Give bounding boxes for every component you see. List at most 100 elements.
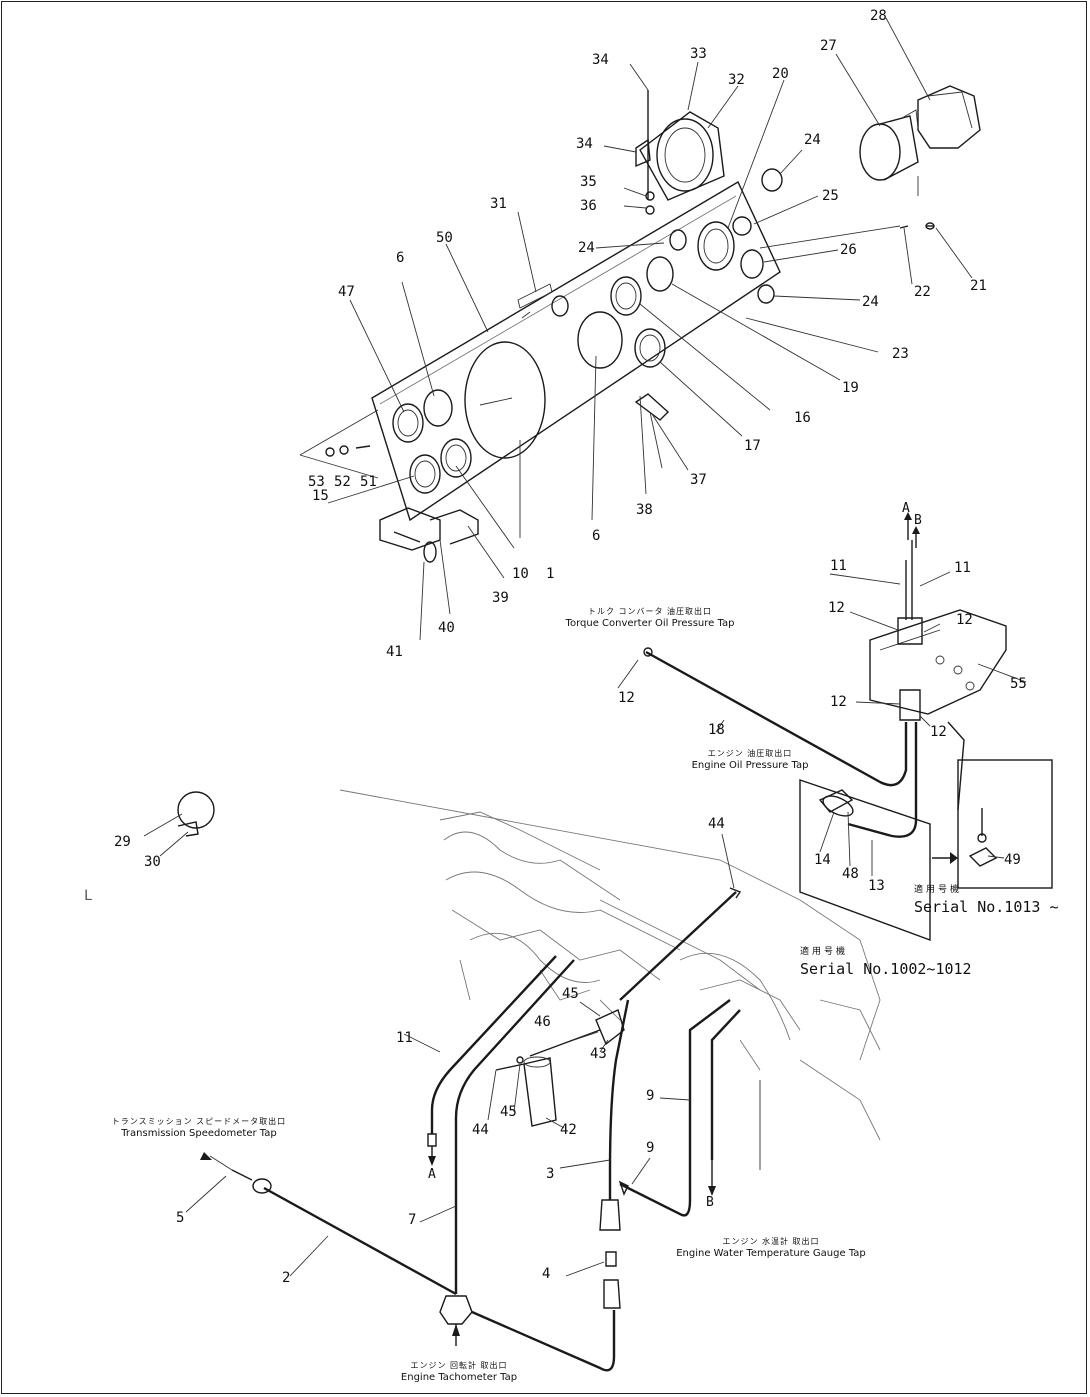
part-number-label: 11 [830, 558, 847, 574]
part-number-label: 53 [308, 474, 325, 490]
part-number-label: 11 [396, 1030, 413, 1046]
part-number-label: 22 [914, 284, 931, 300]
engine-tachometer-tap-caption: エンジン 回転計 取出口 Engine Tachometer Tap [374, 1360, 544, 1384]
part-number-label: 11 [954, 560, 971, 576]
part-number-label: 43 [590, 1046, 607, 1062]
part-number-label: 4 [542, 1266, 551, 1282]
part-number-label: 24 [804, 132, 821, 148]
torque-converter-tap-caption: トルク コンバータ 油圧取出口 Torque Converter Oil Pre… [520, 606, 780, 630]
caption-jp: トルク コンバータ 油圧取出口 [587, 607, 713, 616]
part-number-label: 52 [334, 474, 351, 490]
part-number-label: 18 [708, 722, 725, 738]
part-number-label: 3 [546, 1166, 555, 1182]
part-number-label: 20 [772, 66, 789, 82]
engine-water-temperature-tap-caption: エンジン 水温計 取出口 Engine Water Temperature Ga… [634, 1236, 908, 1260]
part-number-label: 31 [490, 196, 507, 212]
stray-mark: L [84, 888, 93, 904]
serial-note-jp: 適用号機 [914, 885, 963, 895]
part-number-label: 12 [828, 600, 845, 616]
speedometer-gauge [464, 341, 546, 459]
cable-3 [559, 999, 630, 1309]
part-number-label: 16 [794, 410, 811, 426]
part-number-label: 42 [560, 1122, 577, 1138]
part-number-label: 27 [820, 38, 837, 54]
part-number-label: 28 [870, 8, 887, 24]
caption-en: Torque Converter Oil Pressure Tap [565, 618, 735, 629]
serial-note-1002-1012: 適用号機 Serial No.1002~1012 [800, 944, 972, 978]
part-number-label: 6 [396, 250, 405, 266]
part-number-label: 12 [930, 724, 947, 740]
part-number-label: 25 [822, 188, 839, 204]
part-number-label: 10 [512, 566, 529, 582]
arrow-label-b: B [706, 1195, 714, 1210]
part-number-label: 24 [578, 240, 595, 256]
part-number-label: 48 [842, 866, 859, 882]
cable-11 [403, 955, 557, 1166]
caption-jp: トランスミッション スピードメータ取出口 [111, 1117, 287, 1126]
part-number-label: 19 [842, 380, 859, 396]
hourmeter-assembly [635, 90, 725, 215]
part-number-label: 1 [546, 566, 555, 582]
part-number-label: 12 [618, 690, 635, 706]
part-number-label: 44 [708, 816, 725, 832]
arrow-label-a: A [902, 501, 910, 516]
caption-jp: エンジン 水温計 取出口 [722, 1237, 820, 1246]
arrows-ab [904, 512, 920, 548]
part-number-label: 30 [144, 854, 161, 870]
serial-note-text: Serial No.1013 ~ [914, 898, 1059, 916]
part-number-label: 41 [386, 644, 403, 660]
part-number-label: 50 [436, 230, 453, 246]
serial-note-jp: 適用号機 [800, 947, 849, 957]
transmission-speedometer-tap-caption: トランスミッション スピードメータ取出口 Transmission Speedo… [84, 1116, 314, 1140]
part-number-label: 15 [312, 488, 329, 504]
part-number-label: 46 [534, 1014, 551, 1030]
cable-2 [185, 1152, 616, 1372]
part-number-label: 44 [472, 1122, 489, 1138]
gauges-27-28 [859, 85, 981, 196]
part-number-label: 38 [636, 502, 653, 518]
gauges [392, 168, 783, 494]
water-temp-pipe-9 [618, 999, 761, 1217]
part-number-label: 2 [282, 1270, 291, 1286]
cable-7 [419, 959, 575, 1294]
caption-jp: エンジン 油圧取出口 [707, 749, 793, 758]
part-number-label: 9 [646, 1140, 655, 1156]
part-number-label: 12 [830, 694, 847, 710]
part-number-label: 21 [970, 278, 987, 294]
part-number-label: 33 [690, 46, 707, 62]
leader-lines-top [299, 17, 973, 641]
filter-42 [487, 1001, 625, 1129]
caption-en: Engine Oil Pressure Tap [691, 760, 809, 771]
part-number-label: 51 [360, 474, 377, 490]
part-number-label: 35 [580, 174, 597, 190]
part-number-label: 7 [408, 1212, 417, 1228]
part-number-label: 29 [114, 834, 131, 850]
part-number-label: 37 [690, 472, 707, 488]
part-number-label: 34 [592, 52, 609, 68]
part-number-label: 45 [562, 986, 579, 1002]
caption-en: Engine Tachometer Tap [400, 1372, 518, 1383]
part-number-label: 36 [580, 198, 597, 214]
part-number-label: 9 [646, 1088, 655, 1104]
caption-en: Transmission Speedometer Tap [121, 1128, 277, 1139]
part-number-label: 34 [576, 136, 593, 152]
part-number-label: 17 [744, 438, 761, 454]
engine-outline [339, 789, 881, 1141]
part-number-label: 26 [840, 242, 857, 258]
part-number-label: 12 [956, 612, 973, 628]
part-number-label: 6 [592, 528, 601, 544]
part-number-label: 40 [438, 620, 455, 636]
part-number-label: 45 [500, 1104, 517, 1120]
part-number-label: 14 [814, 852, 831, 868]
instrument-panel [371, 181, 781, 522]
part-number-label: 47 [338, 284, 355, 300]
arrow-label-a: A [428, 1167, 436, 1182]
oil-tap-fittings [829, 530, 1027, 811]
part-number-label: 5 [176, 1210, 185, 1226]
part-number-label: 49 [1004, 852, 1021, 868]
serial-note-text: Serial No.1002~1012 [800, 960, 972, 978]
part-number-label: 23 [892, 346, 909, 362]
cable-44 [619, 833, 742, 1001]
part-number-label: 32 [728, 72, 745, 88]
